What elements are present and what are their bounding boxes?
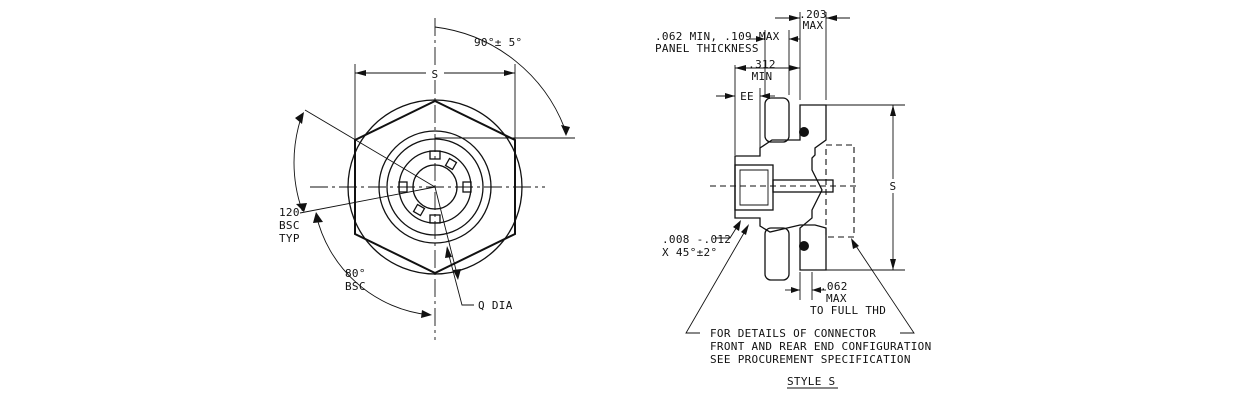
- outer-thread-circle: [378, 130, 492, 244]
- nut-hidden-outline: [825, 144, 855, 238]
- chamfer-line2: X 45°±2°: [662, 246, 717, 259]
- o-ring-bottom: [799, 241, 809, 251]
- panel-thickness-line2: PANEL THICKNESS: [655, 42, 759, 55]
- max203-value: .203: [799, 8, 827, 21]
- insert-cavity: [734, 164, 774, 211]
- thd-unit: MAX: [826, 292, 847, 305]
- ee-label: EE: [740, 90, 754, 103]
- thd-desc: TO FULL THD: [810, 304, 886, 317]
- side-view: S .203 MAX .062 MIN, .109 MAX PANEL THIC…: [655, 8, 932, 389]
- hex-chamfer-circle: [347, 99, 523, 275]
- angle-80-line2: BSC: [345, 280, 366, 293]
- angle-120-line3: TYP: [279, 232, 300, 245]
- angle-80-line1: 80°: [345, 267, 366, 280]
- note-line2: FRONT AND REAR END CONFIGURATION: [710, 340, 932, 353]
- insert-section: [739, 169, 769, 206]
- front-view: S 90°± 5° 120° BSC TYP 80° BSC Q DIA: [279, 18, 575, 340]
- angle-80-arc: [315, 213, 431, 316]
- radial-line-lower: [299, 186, 436, 214]
- chamfer-line1: .008 -.012: [662, 233, 731, 246]
- max203-unit: MAX: [803, 19, 824, 32]
- note-leader-right: [851, 239, 915, 334]
- note-line1: FOR DETAILS OF CONNECTOR: [710, 327, 876, 340]
- angle-120-line2: BSC: [279, 219, 300, 232]
- radial-line-upper: [304, 109, 436, 188]
- note-leader-left: [685, 225, 749, 334]
- inner-thread-circle: [386, 138, 484, 236]
- panel-section-top: [764, 97, 790, 143]
- angle-120-arc: [293, 114, 303, 211]
- o-ring-top: [799, 127, 809, 137]
- angle-90-arc: [434, 26, 567, 133]
- connector-body-section: [734, 104, 827, 271]
- angle-90-label: 90°± 5°: [474, 36, 522, 49]
- keyway-notches: [398, 150, 472, 224]
- panel-thickness-line1: .062 MIN, .109 MAX: [655, 30, 780, 43]
- note-line3: SEE PROCUREMENT SPECIFICATION: [710, 353, 911, 366]
- style-label: STYLE S: [787, 375, 835, 388]
- radial-line-q: [434, 186, 459, 279]
- bore-circle: [412, 164, 458, 210]
- q-dia-leader: [446, 247, 474, 306]
- min312-unit: MIN: [752, 70, 773, 83]
- panel-section-bottom: [764, 227, 790, 281]
- q-dia-label: Q DIA: [478, 299, 513, 312]
- side-s-label: S: [890, 180, 897, 193]
- angle-120-line1: 120°: [279, 206, 307, 219]
- min312-value: .312: [748, 58, 776, 71]
- front-s-label: S: [432, 68, 439, 81]
- thd-value: .062: [820, 280, 848, 293]
